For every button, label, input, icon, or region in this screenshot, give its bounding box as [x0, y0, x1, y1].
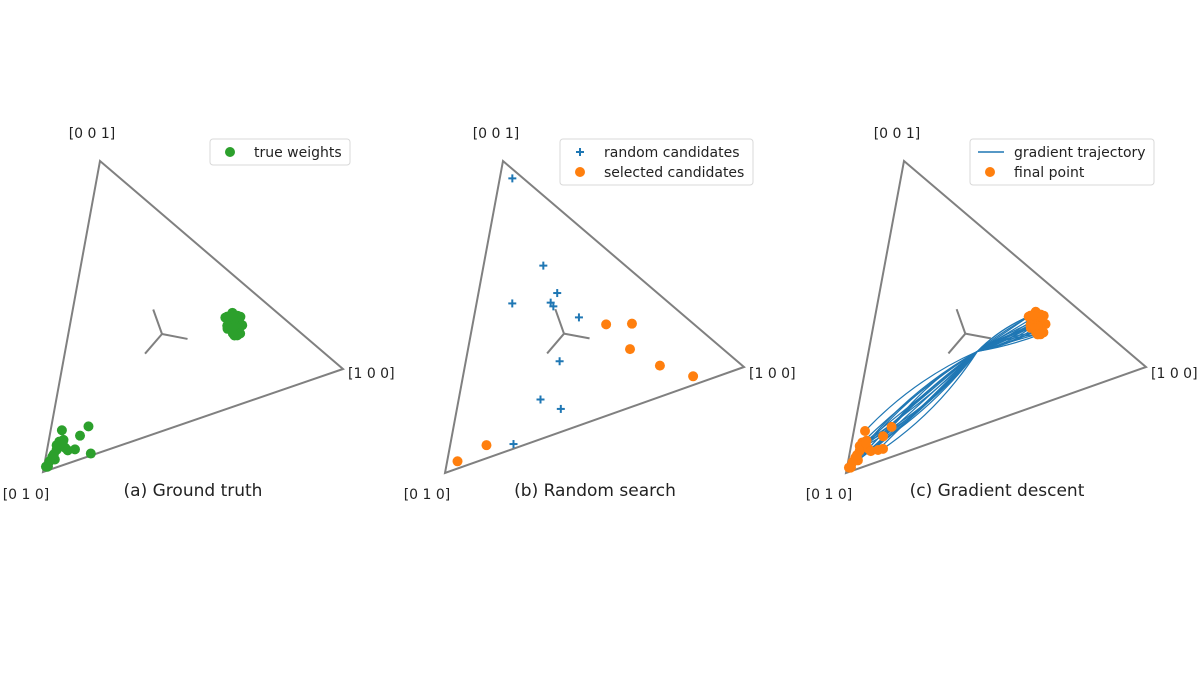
data-point — [601, 319, 612, 330]
data-point — [69, 444, 80, 455]
legend-marker-dot — [575, 167, 585, 177]
series-random-candidates — [453, 174, 698, 466]
gradient-trajectories — [848, 311, 1046, 469]
data-point-plus — [574, 313, 583, 322]
data-point-plus — [556, 404, 565, 413]
panel-b: [1 0 0] [0 1 0] [0 0 1] random candidates se… — [404, 126, 796, 503]
legend-label: final point — [1014, 165, 1085, 181]
data-point — [229, 330, 240, 341]
data-point — [878, 443, 889, 454]
barycenter-tripod — [546, 308, 590, 355]
data-point — [878, 431, 889, 442]
simplex-triangle — [41, 159, 345, 474]
data-point — [654, 360, 665, 371]
vertex-label-bottom-left: [0 1 0] — [404, 487, 451, 503]
vertex-label-right: [1 0 0] — [749, 366, 796, 382]
legend-label: gradient trajectory — [1014, 145, 1146, 161]
simplex-triangle — [844, 159, 1148, 475]
vertex-label-top: [0 0 1] — [69, 126, 116, 142]
vertex-label-top: [0 0 1] — [874, 126, 921, 142]
data-point — [688, 371, 699, 382]
data-point — [851, 450, 862, 461]
data-point — [860, 426, 871, 437]
legend-label: true weights — [254, 145, 342, 161]
legend-marker-dot — [225, 147, 235, 157]
data-point-plus — [508, 174, 517, 183]
series-true-weights — [40, 307, 248, 472]
vertex-label-bottom-left: [0 1 0] — [3, 487, 50, 503]
panel-caption: (b) Random search — [514, 481, 676, 501]
legend-label: selected candidates — [604, 165, 744, 181]
vertex-label-right: [1 0 0] — [348, 366, 395, 382]
barycenter-tripod — [947, 308, 992, 355]
legend: true weights — [209, 138, 351, 166]
legend-marker-dot — [985, 167, 995, 177]
legend: gradient trajectory final point — [969, 138, 1155, 186]
panel-caption: (c) Gradient descent — [910, 481, 1085, 501]
simplex-triangle — [443, 159, 746, 475]
vertex-label-right: [1 0 0] — [1151, 366, 1198, 382]
data-point — [1032, 329, 1043, 340]
panel-caption: (a) Ground truth — [124, 481, 263, 501]
gradient-trajectory — [882, 351, 978, 450]
data-point-plus — [553, 289, 562, 298]
data-point — [860, 437, 871, 448]
vertex-label-bottom-left: [0 1 0] — [806, 487, 853, 503]
data-point-plus — [555, 357, 564, 366]
data-point — [48, 449, 59, 460]
data-point — [83, 421, 94, 432]
legend-frame — [969, 138, 1155, 186]
data-point — [452, 456, 463, 467]
barycenter-tripod — [144, 309, 188, 355]
gradient-trajectory — [891, 350, 978, 428]
data-point — [85, 448, 96, 459]
legend-marker-plus — [576, 148, 584, 156]
legend: random candidates selected candidates — [559, 138, 754, 186]
data-point-plus — [536, 395, 545, 404]
legend-label: random candidates — [604, 145, 740, 161]
series-selected-candidates — [452, 318, 699, 467]
data-point — [886, 421, 897, 432]
legend-frame — [559, 138, 754, 186]
data-point-plus — [539, 261, 548, 270]
gradient-trajectory — [864, 350, 978, 432]
vertex-label-top: [0 0 1] — [473, 126, 520, 142]
data-point-plus — [509, 440, 518, 449]
legend-frame — [209, 138, 351, 166]
data-point-plus — [549, 302, 558, 311]
gradient-trajectory — [877, 350, 978, 451]
data-point — [75, 430, 86, 441]
data-point — [481, 440, 492, 451]
panel-a: [1 0 0] [0 1 0] [0 0 1] true weights (a) Gro… — [3, 126, 395, 503]
data-point — [626, 318, 637, 329]
data-point — [57, 437, 68, 448]
data-point-plus — [508, 299, 517, 308]
series-final-point — [843, 306, 1051, 473]
data-point — [56, 425, 67, 436]
panel-c: [1 0 0] [0 1 0] [0 0 1] gradient trajectory… — [806, 126, 1198, 503]
data-point — [625, 344, 636, 355]
